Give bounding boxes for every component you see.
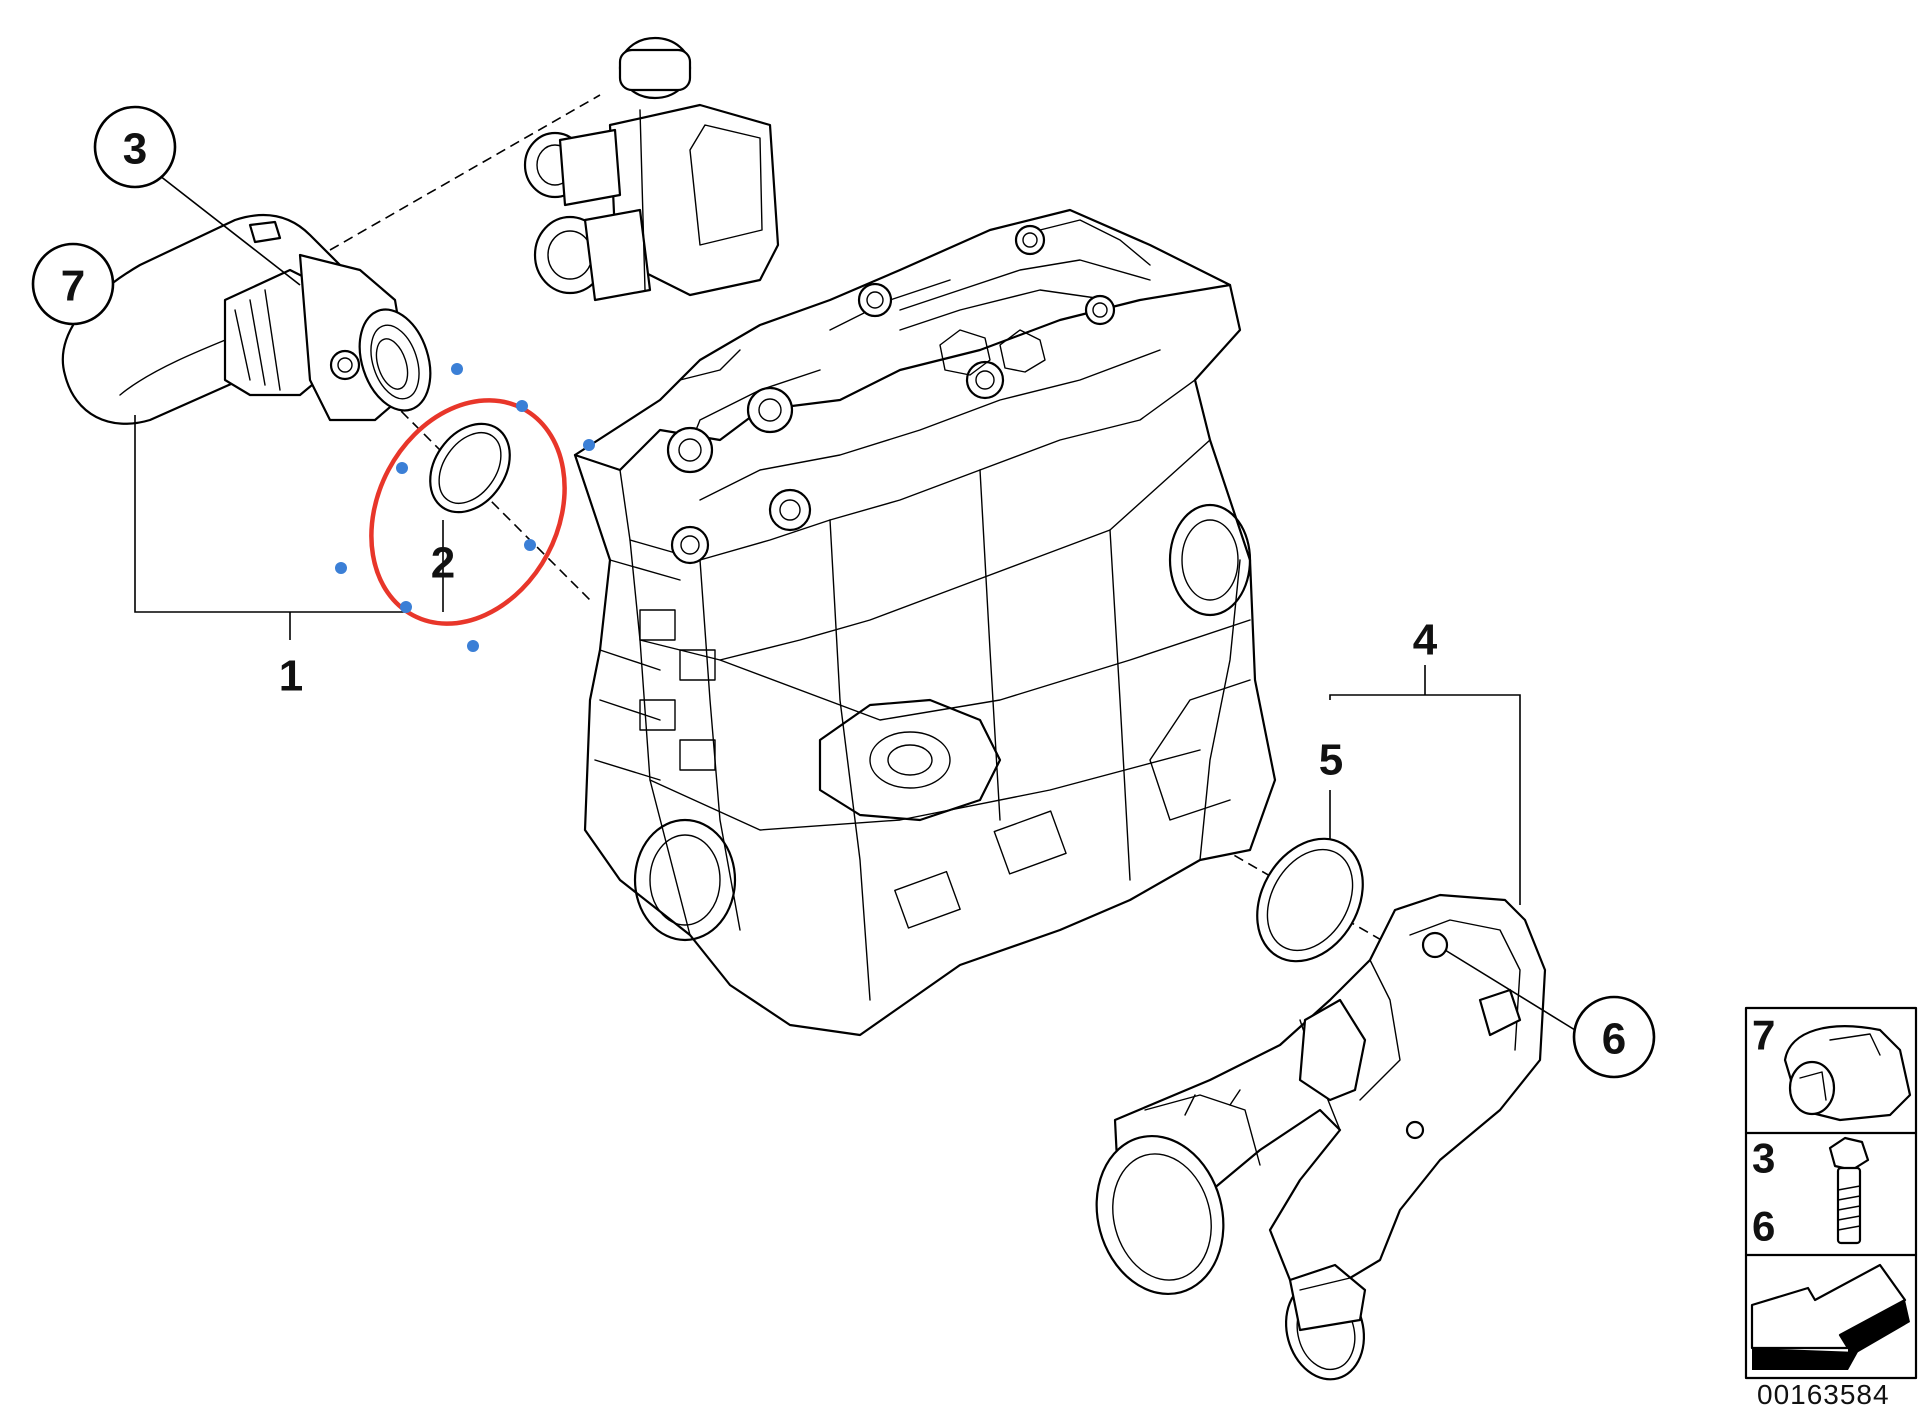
callout-3[interactable]: 3 [93, 105, 177, 189]
hose-clip-icon [1783, 1025, 1912, 1122]
callout-6-circle [1572, 995, 1656, 1079]
marker-dots [335, 363, 595, 652]
callout-3-circle [93, 105, 177, 189]
legend-bolt-label-a: 3 [1752, 1135, 1775, 1182]
marker-dot[interactable] [467, 640, 479, 652]
callout-6[interactable]: 6 [1572, 995, 1656, 1079]
bolt-icon [1828, 1136, 1870, 1245]
callout-2-label[interactable]: 2 [431, 539, 455, 588]
callout-3-label: 3 [123, 125, 147, 174]
parts-legend: 7 3 6 [1744, 1006, 1918, 1380]
legend-frame [1744, 1006, 1918, 1380]
thermostat-housing-illustration [523, 36, 780, 302]
upper-coolant-hose-illustration [61, 213, 432, 425]
o-ring-part-5 [1256, 837, 1364, 963]
o-ring-part-2 [429, 422, 511, 514]
callout-4-label[interactable]: 4 [1413, 616, 1438, 665]
callout-5-label[interactable]: 5 [1319, 736, 1343, 785]
callout-7-circle [31, 242, 115, 326]
callout-7[interactable]: 7 [31, 242, 115, 326]
marker-dot[interactable] [516, 400, 528, 412]
marker-dot[interactable] [335, 562, 347, 574]
legend-bolt-label-b: 6 [1752, 1203, 1775, 1250]
engine-block-illustration [573, 208, 1277, 1037]
callout-7-label: 7 [61, 262, 85, 311]
leader-lines [134, 171, 1576, 1031]
callout-1-label[interactable]: 1 [279, 652, 303, 701]
marker-dot[interactable] [524, 539, 536, 551]
orientation-arrow-icon [1750, 1263, 1910, 1370]
legend-clip-label: 7 [1752, 1012, 1775, 1059]
callout-6-label: 6 [1602, 1015, 1626, 1064]
marker-dot[interactable] [583, 439, 595, 451]
marker-dot[interactable] [400, 601, 412, 613]
marker-dot[interactable] [451, 363, 463, 375]
marker-dot[interactable] [396, 462, 408, 474]
lower-coolant-pipe-illustration [1095, 893, 1547, 1381]
document-id: 00163584 [1757, 1379, 1890, 1410]
